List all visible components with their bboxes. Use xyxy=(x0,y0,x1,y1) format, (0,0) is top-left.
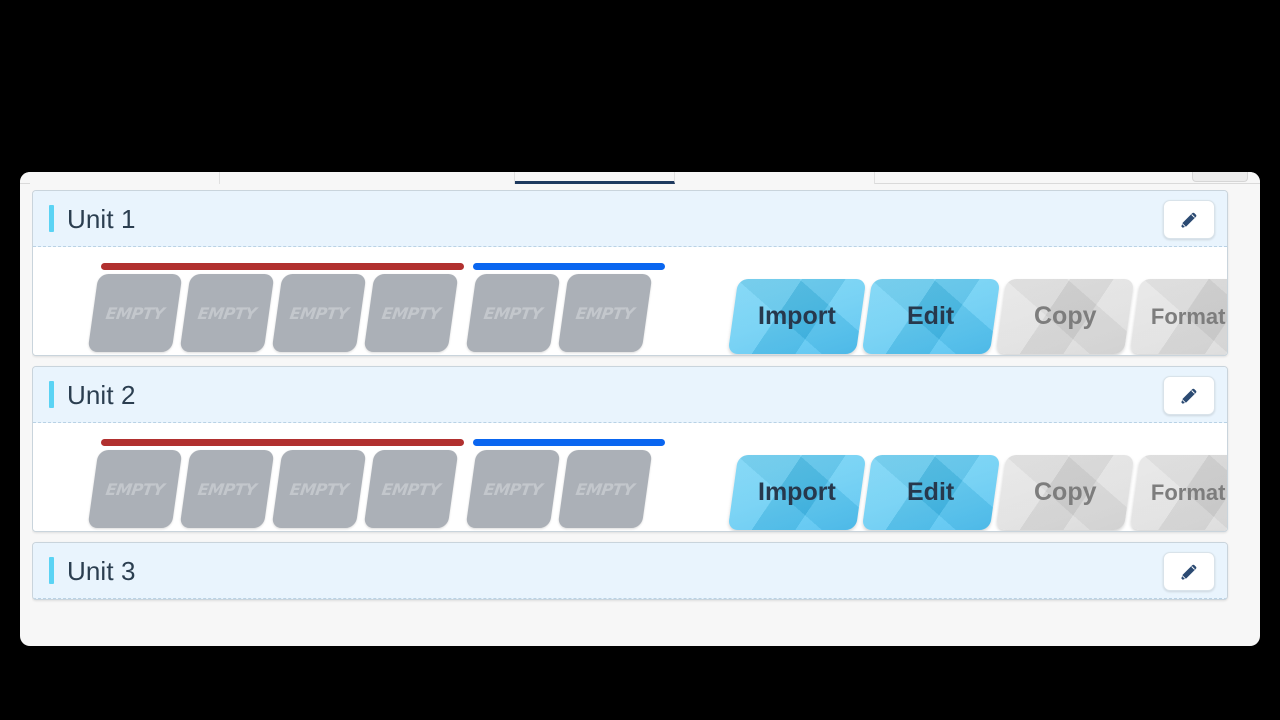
tab-4[interactable] xyxy=(675,172,875,184)
unit-accent-bar xyxy=(49,557,54,584)
formation-button-label: Formation xyxy=(1151,479,1228,505)
slot-label: EMPTY xyxy=(482,303,544,323)
unit-slot-empty[interactable]: EMPTY xyxy=(465,274,561,352)
slot-label: EMPTY xyxy=(196,479,258,499)
slot-label: EMPTY xyxy=(104,303,166,323)
slot-label: EMPTY xyxy=(482,479,544,499)
formation-button-label: Formation xyxy=(1151,303,1228,329)
unit-card: Unit 1 EMPTY EMPTY EMPTY EMPTY EMPTY EMPTY Impo… xyxy=(32,190,1228,356)
unit-body: EMPTY EMPTY EMPTY EMPTY EMPTY EMPTY Import Edit… xyxy=(33,423,1227,531)
unit-slot-empty[interactable]: EMPTY xyxy=(271,274,367,352)
unit-edit-button[interactable] xyxy=(1163,552,1215,591)
tab-1[interactable] xyxy=(30,172,220,184)
squad-group: EMPTY EMPTY EMPTY EMPTY xyxy=(87,274,461,352)
unit-title: Unit 1 xyxy=(67,203,136,234)
squad-bar-red xyxy=(101,439,464,446)
edit-button-label: Edit xyxy=(907,302,955,330)
unit-title: Unit 3 xyxy=(67,555,136,586)
slot-label: EMPTY xyxy=(574,303,636,323)
unit-slot-empty[interactable]: EMPTY xyxy=(465,450,561,528)
slot-label: EMPTY xyxy=(380,479,442,499)
tab-2[interactable] xyxy=(220,172,515,184)
window-corner-button[interactable] xyxy=(1192,172,1248,182)
unit-slot-empty[interactable]: EMPTY xyxy=(363,274,459,352)
unit-title: Unit 2 xyxy=(67,379,136,410)
slot-label: EMPTY xyxy=(380,303,442,323)
pencil-icon xyxy=(1178,561,1200,583)
unit-slot-empty[interactable]: EMPTY xyxy=(363,450,459,528)
unit-header: Unit 3 xyxy=(33,543,1227,599)
tab-strip xyxy=(20,172,1260,184)
pencil-icon xyxy=(1178,209,1200,231)
letterbox-bottom xyxy=(0,648,1280,720)
action-row: Import Edit Copy Formation xyxy=(727,455,1228,530)
slot-label: EMPTY xyxy=(104,479,166,499)
unit-edit-button[interactable] xyxy=(1163,200,1215,239)
edit-button[interactable]: Edit xyxy=(861,279,1001,354)
unit-slot-empty[interactable]: EMPTY xyxy=(87,274,183,352)
slot-label: EMPTY xyxy=(288,303,350,323)
slot-row: EMPTY EMPTY EMPTY EMPTY EMPTY EMPTY xyxy=(87,450,655,528)
import-button-label: Import xyxy=(758,478,836,506)
copy-button-label: Copy xyxy=(1033,478,1097,506)
unit-accent-bar xyxy=(49,205,54,232)
import-button[interactable]: Import xyxy=(727,279,867,354)
action-row: Import Edit Copy Formation xyxy=(727,279,1228,354)
slot-label: EMPTY xyxy=(288,479,350,499)
unit-header: Unit 1 xyxy=(33,191,1227,247)
squad-bar-blue xyxy=(473,439,665,446)
unit-slot-empty[interactable]: EMPTY xyxy=(557,274,653,352)
unit-slot-empty[interactable]: EMPTY xyxy=(179,274,275,352)
unit-card: Unit 3 xyxy=(32,542,1228,600)
import-button[interactable]: Import xyxy=(727,455,867,530)
copy-button[interactable]: Copy xyxy=(995,455,1135,530)
slot-label: EMPTY xyxy=(574,479,636,499)
unit-edit-button[interactable] xyxy=(1163,376,1215,415)
squad-bar-red xyxy=(101,263,464,270)
squad-bar-blue xyxy=(473,263,665,270)
unit-card: Unit 2 EMPTY EMPTY EMPTY EMPTY EMPTY EMPTY Impo… xyxy=(32,366,1228,532)
formation-button[interactable]: Formation xyxy=(1129,455,1228,530)
import-button-label: Import xyxy=(758,302,836,330)
squad-group: EMPTY EMPTY EMPTY EMPTY xyxy=(87,450,461,528)
unit-slot-empty[interactable]: EMPTY xyxy=(87,450,183,528)
unit-slot-empty[interactable]: EMPTY xyxy=(271,450,367,528)
tab-3-active[interactable] xyxy=(515,172,675,184)
squad-group: EMPTY EMPTY xyxy=(465,274,655,352)
edit-button[interactable]: Edit xyxy=(861,455,1001,530)
unit-body: EMPTY EMPTY EMPTY EMPTY EMPTY EMPTY Import Edit… xyxy=(33,247,1227,355)
unit-header: Unit 2 xyxy=(33,367,1227,423)
squad-group: EMPTY EMPTY xyxy=(465,450,655,528)
copy-button-label: Copy xyxy=(1033,302,1097,330)
app-window: Unit 1 EMPTY EMPTY EMPTY EMPTY EMPTY EMPTY Impo… xyxy=(20,172,1260,646)
unit-list[interactable]: Unit 1 EMPTY EMPTY EMPTY EMPTY EMPTY EMPTY Impo… xyxy=(32,190,1248,642)
unit-accent-bar xyxy=(49,381,54,408)
copy-button[interactable]: Copy xyxy=(995,279,1135,354)
slot-label: EMPTY xyxy=(196,303,258,323)
letterbox-top xyxy=(0,0,1280,172)
edit-button-label: Edit xyxy=(907,478,955,506)
unit-slot-empty[interactable]: EMPTY xyxy=(557,450,653,528)
pencil-icon xyxy=(1178,385,1200,407)
slot-row: EMPTY EMPTY EMPTY EMPTY EMPTY EMPTY xyxy=(87,274,655,352)
unit-slot-empty[interactable]: EMPTY xyxy=(179,450,275,528)
formation-button[interactable]: Formation xyxy=(1129,279,1228,354)
